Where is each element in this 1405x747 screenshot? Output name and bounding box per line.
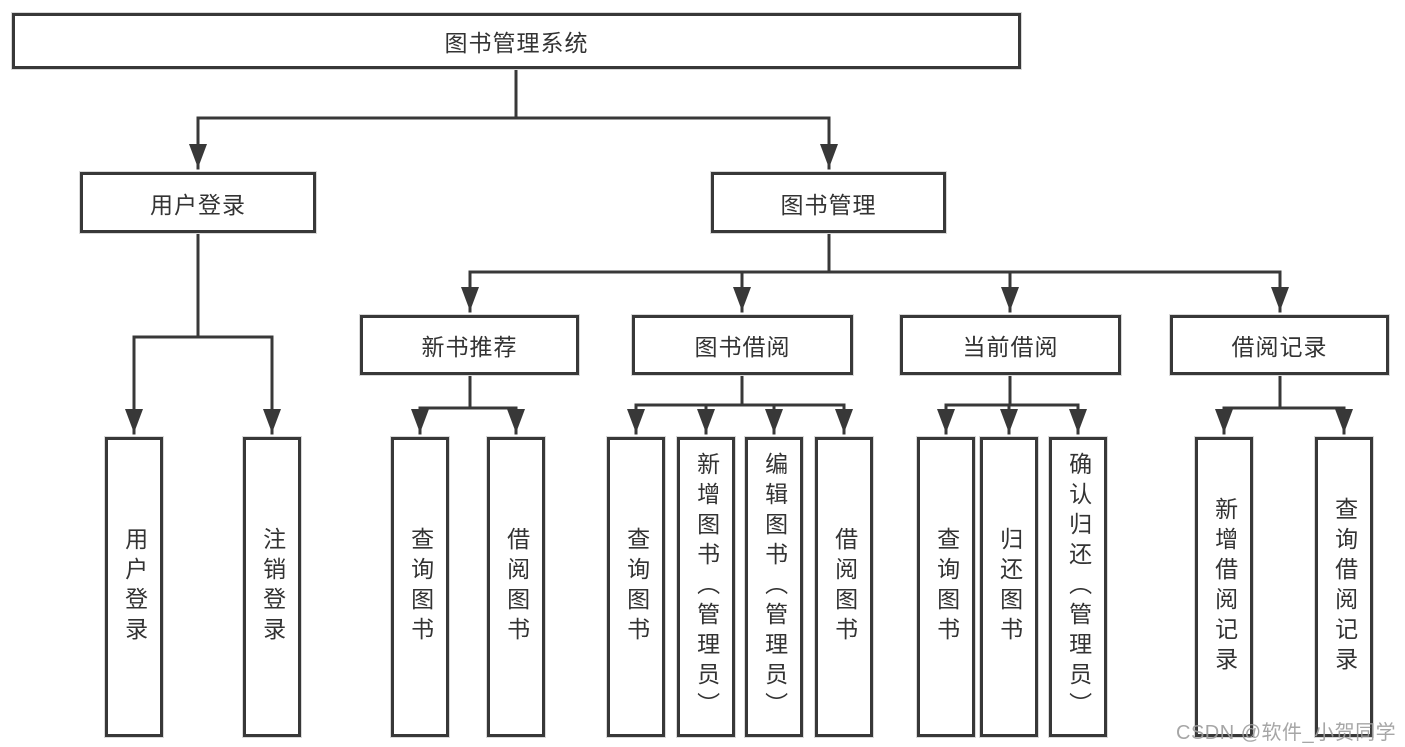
leaf-confirm-return-admin: 确认归还（管理员） <box>1049 437 1107 737</box>
connector-new-book-split <box>418 373 518 410</box>
node-new-book-recommend: 新书推荐 <box>360 315 579 375</box>
node-current-borrow-label: 当前借阅 <box>962 334 1059 360</box>
connector-book-borrow-split <box>634 373 846 407</box>
leaf-user-login-label: 用户登录 <box>121 527 148 647</box>
node-book-management: 图书管理 <box>711 172 946 233</box>
leaf-user-login: 用户登录 <box>105 437 163 737</box>
leaf-query-books-label: 查询图书 <box>623 527 650 647</box>
leaf-query-books-recommend: 查询图书 <box>391 437 449 737</box>
node-borrow-records-label: 借阅记录 <box>1231 334 1328 360</box>
leaf-query-borrow-record-label: 查询借阅记录 <box>1331 497 1358 677</box>
node-root-system: 图书管理系统 <box>12 13 1021 69</box>
leaf-add-borrow-record-label: 新增借阅记录 <box>1211 497 1238 677</box>
node-new-book-recommend-label: 新书推荐 <box>421 334 518 360</box>
node-book-borrow-label: 图书借阅 <box>694 334 791 360</box>
leaf-edit-books-admin: 编辑图书（管理员） <box>745 437 803 737</box>
node-root-label: 图书管理系统 <box>444 30 589 56</box>
node-book-management-label: 图书管理 <box>780 191 877 218</box>
leaf-confirm-return-admin-label: 确认归还（管理员） <box>1065 452 1092 722</box>
leaf-borrow-books-recommend: 借阅图书 <box>487 437 545 737</box>
node-user-login-label: 用户登录 <box>150 191 246 218</box>
node-borrow-records: 借阅记录 <box>1170 315 1389 375</box>
connector-user-login-split <box>132 231 274 339</box>
leaf-add-books-admin: 新增图书（管理员） <box>677 437 735 737</box>
leaf-query-books: 查询图书 <box>607 437 665 737</box>
leaf-borrow-books-recommend-label: 借阅图书 <box>503 527 530 647</box>
connector-root-split <box>196 66 831 120</box>
node-user-login: 用户登录 <box>80 172 316 233</box>
leaf-return-books: 归还图书 <box>980 437 1038 737</box>
node-current-borrow: 当前借阅 <box>900 315 1121 375</box>
connector-current-borrow-split <box>944 373 1080 407</box>
node-book-borrow: 图书借阅 <box>632 315 853 375</box>
leaf-add-books-admin-label: 新增图书（管理员） <box>693 452 720 722</box>
leaf-query-books-current-label: 查询图书 <box>933 527 960 647</box>
leaf-return-books-label: 归还图书 <box>996 527 1023 647</box>
connector-book-management-split <box>468 231 1282 274</box>
leaf-borrow-books-label: 借阅图书 <box>831 527 858 647</box>
leaf-logout: 注销登录 <box>243 437 301 737</box>
leaf-query-books-recommend-label: 查询图书 <box>407 527 434 647</box>
leaf-query-books-current: 查询图书 <box>917 437 975 737</box>
leaf-borrow-books: 借阅图书 <box>815 437 873 737</box>
leaf-logout-label: 注销登录 <box>259 527 286 647</box>
leaf-edit-books-admin-label: 编辑图书（管理员） <box>761 452 788 722</box>
csdn-watermark: CSDN @软件_小贺同学 <box>1176 722 1397 744</box>
connector-borrow-records-split <box>1222 373 1346 410</box>
leaf-add-borrow-record: 新增借阅记录 <box>1195 437 1253 737</box>
leaf-query-borrow-record: 查询借阅记录 <box>1315 437 1373 737</box>
